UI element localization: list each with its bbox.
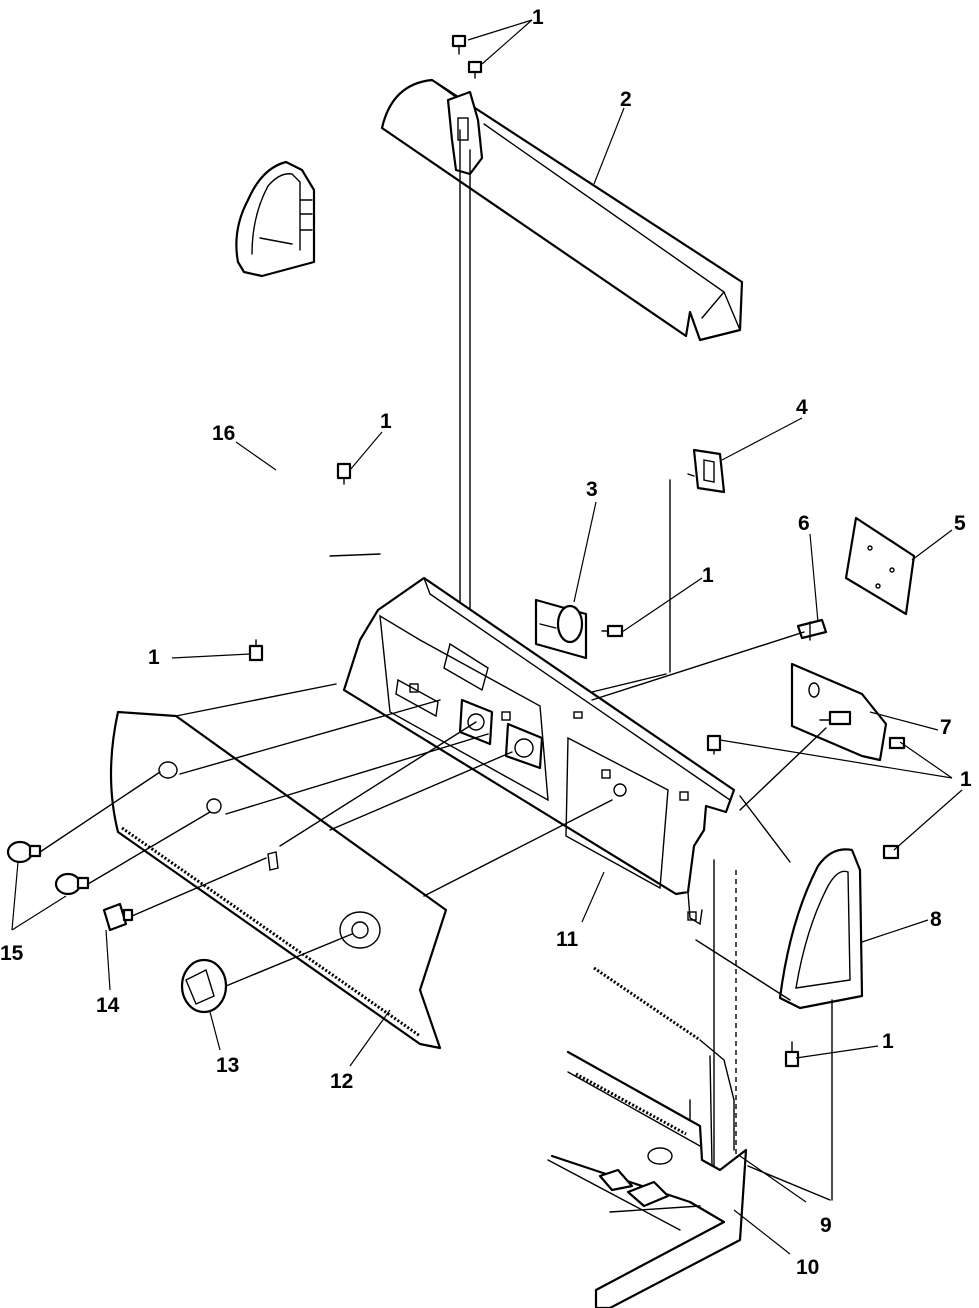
screw-16-bottom xyxy=(248,639,264,662)
leader-lines xyxy=(11,19,963,1255)
screw-3 xyxy=(601,624,624,638)
switch-module xyxy=(687,448,726,494)
knob-b xyxy=(54,872,90,896)
control-panel-frame xyxy=(342,576,736,926)
large-dial-knob xyxy=(180,958,228,1014)
callout-10: 10 xyxy=(796,1256,819,1279)
callout-12: 12 xyxy=(330,1070,353,1093)
left-end-cap xyxy=(235,160,316,278)
callout-9: 9 xyxy=(820,1214,832,1237)
control-bracket xyxy=(790,662,888,762)
screw-7-left xyxy=(706,734,722,755)
callout-2: 2 xyxy=(620,88,632,111)
callout-1-16: 1 xyxy=(380,410,392,433)
callout-14: 14 xyxy=(96,994,120,1017)
callout-1-3: 1 xyxy=(702,564,714,587)
timer-motor xyxy=(534,598,588,660)
callout-6: 6 xyxy=(798,512,810,535)
callout-1-16-bottom: 1 xyxy=(148,646,160,669)
callout-7: 7 xyxy=(940,716,952,739)
cabinet-top-base xyxy=(547,966,748,1308)
callout-4: 4 xyxy=(796,396,808,419)
callout-11: 11 xyxy=(556,928,579,951)
screw-8-bottom xyxy=(784,1041,800,1068)
board-clip xyxy=(796,618,828,641)
screw-16-top xyxy=(336,462,352,485)
callout-13: 13 xyxy=(216,1054,239,1077)
callout-1-top: 1 xyxy=(532,6,544,29)
callout-16: 16 xyxy=(212,422,235,445)
rocker-switch xyxy=(102,902,134,932)
screw-7-right xyxy=(888,736,906,750)
callout-3: 3 xyxy=(586,478,598,501)
right-end-cap xyxy=(778,848,864,1010)
callout-1-7: 1 xyxy=(960,768,972,791)
circuit-board xyxy=(844,516,916,616)
callout-1-8: 1 xyxy=(882,1030,894,1053)
console-top-cover xyxy=(380,78,744,342)
callout-15: 15 xyxy=(0,942,24,965)
knob-a xyxy=(6,840,42,864)
screw-top-b xyxy=(467,60,483,79)
callout-8: 8 xyxy=(930,908,942,931)
screw-top-a xyxy=(451,34,467,55)
callout-5: 5 xyxy=(954,512,966,535)
callout-labels: 1 2 3 4 1 16 1 5 6 1 7 1 8 11 15 14 13 1… xyxy=(0,6,972,1279)
